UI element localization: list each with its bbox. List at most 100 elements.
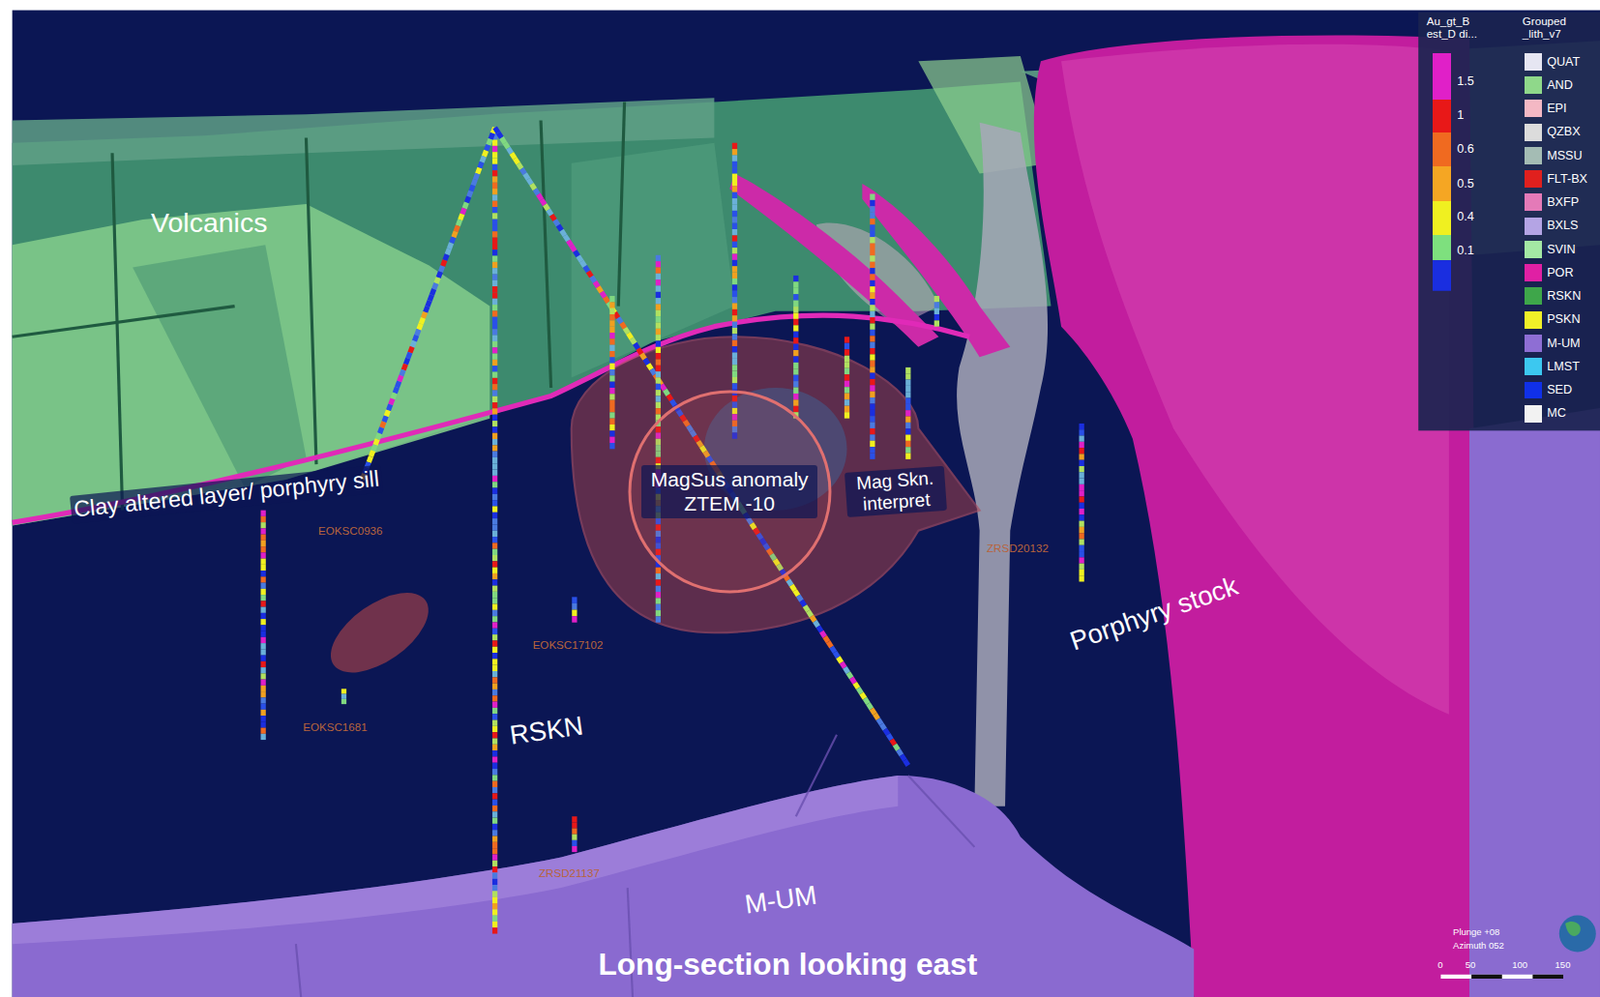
drill-segment: [655, 273, 661, 280]
drill-segment: [261, 691, 267, 698]
drill-segment: [492, 720, 498, 727]
drill-segment: [492, 811, 498, 818]
drill-segment: [460, 213, 463, 220]
drill-segment: [869, 323, 875, 329]
drill-segment: [492, 310, 498, 317]
drill-segment: [844, 336, 850, 343]
drill-segment: [492, 561, 498, 567]
drill-segment: [571, 816, 577, 823]
drill-segment: [492, 140, 498, 147]
drill-segment: [801, 600, 805, 606]
drill-segment: [655, 266, 661, 273]
drill-segment: [793, 393, 799, 400]
drill-segment: [492, 201, 498, 208]
drill-segment: [844, 349, 850, 356]
legend-swatch: [1524, 287, 1542, 305]
drill-segment: [934, 320, 940, 326]
drill-segment: [492, 365, 498, 372]
drill-segment: [655, 292, 661, 298]
drill-segment: [655, 395, 661, 402]
drill-segment: [732, 266, 738, 272]
legend-text: RSKN: [1546, 289, 1581, 304]
drill-segment: [492, 182, 498, 189]
drill-segment: [905, 410, 911, 416]
drill-segment: [418, 324, 421, 330]
legend-swatch: [1524, 357, 1542, 376]
drill-segment: [261, 522, 267, 529]
drill-segment: [634, 343, 638, 349]
drill-segment: [571, 846, 577, 853]
drill-segment: [531, 183, 534, 189]
drill-segment: [871, 709, 875, 714]
drill-segment: [521, 168, 525, 174]
drill-segment: [793, 306, 799, 313]
drill-segment: [410, 347, 413, 354]
legend-swatch: [1432, 166, 1452, 202]
drill-segment: [492, 323, 498, 329]
legend-text: 0.5: [1456, 177, 1475, 192]
drill-segment: [392, 392, 395, 399]
drill-segment: [504, 143, 508, 149]
drill-segment: [581, 261, 585, 267]
drill-segment: [492, 622, 498, 628]
drill-segment: [492, 426, 498, 433]
drill-segment: [492, 378, 498, 385]
drill-segment: [492, 170, 498, 177]
drill-segment: [492, 384, 498, 390]
scale-value: 150: [1555, 960, 1571, 972]
drill-segment: [655, 389, 661, 396]
drill-segment: [905, 373, 911, 380]
drill-segment: [492, 475, 498, 482]
drill-segment: [492, 273, 498, 280]
drill-segment: [655, 592, 661, 598]
drill-segment: [492, 842, 498, 849]
drill-segment: [1079, 575, 1085, 582]
drill-segment: [492, 732, 498, 739]
drill-segment: [655, 597, 661, 604]
drill-segment: [869, 273, 875, 280]
drill-segment: [609, 387, 615, 394]
drill-segment: [492, 738, 498, 744]
drill-segment: [492, 781, 498, 788]
drill-segment: [905, 435, 911, 442]
legend-swatch: [1524, 405, 1542, 423]
drill-segment: [518, 163, 522, 169]
drillhole-id: EOKSC1681: [302, 720, 367, 734]
drill-segment: [655, 322, 661, 328]
drill-segment: [261, 673, 267, 680]
drill-segment: [261, 661, 267, 668]
drill-segment: [869, 206, 875, 212]
drill-segment: [732, 154, 738, 161]
legend-swatch: [1432, 99, 1452, 133]
drill-segment: [370, 450, 373, 457]
drill-segment: [888, 735, 891, 741]
drill-segment: [793, 319, 799, 326]
illustration-shape: [305, 137, 317, 465]
drill-segment: [548, 209, 552, 215]
drill-segment: [534, 189, 538, 195]
drill-segment: [492, 805, 498, 812]
legend-text: BXFP: [1546, 195, 1579, 210]
legend-text: 0.4: [1456, 209, 1475, 225]
drill-segment: [627, 333, 631, 339]
drill-segment: [414, 335, 416, 342]
drill-segment: [793, 325, 799, 331]
drill-segment: [648, 364, 652, 370]
drillhole-id: EOKSC0936: [318, 524, 383, 537]
drill-segment: [261, 685, 267, 692]
drill-segment: [837, 657, 841, 663]
drill-segment: [479, 162, 482, 169]
legend-text: QUAT: [1546, 55, 1580, 70]
drill-segment: [492, 872, 498, 879]
drill-segment: [492, 317, 498, 324]
drill-segment: [431, 289, 434, 296]
legend-text: 1: [1456, 108, 1464, 123]
drill-segment: [869, 379, 875, 386]
drill-segment: [841, 662, 845, 668]
drill-segment: [571, 610, 577, 618]
drill-segment: [905, 385, 911, 392]
drill-segment: [861, 693, 865, 699]
drill-segment: [261, 710, 267, 716]
drill-segment: [732, 296, 738, 303]
drill-segment: [492, 665, 498, 672]
